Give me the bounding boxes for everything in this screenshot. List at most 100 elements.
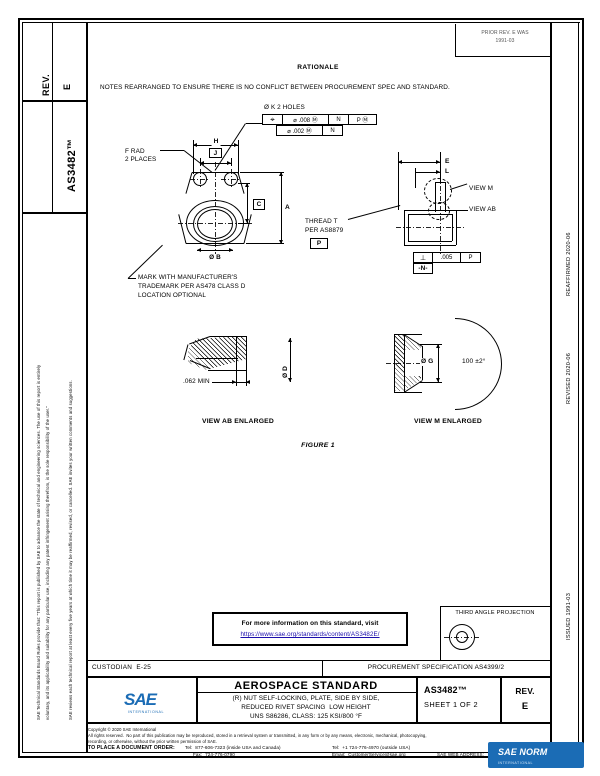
mark-note-leader-h <box>128 278 136 279</box>
figure-caption: FIGURE 1 <box>301 442 335 449</box>
position-symbol: ⌖ <box>263 115 283 124</box>
rationale-body: NOTES REARRANGED TO ENSURE THERE IS NO C… <box>100 84 450 91</box>
dim-j-box <box>209 148 222 158</box>
datum-p-label: P <box>316 240 322 247</box>
b-arrow-left <box>197 248 201 252</box>
h-arrow-left <box>193 143 197 147</box>
titleblock-rev-label: REV. <box>515 686 535 696</box>
j-arrow-right <box>227 161 231 165</box>
sae-note-line-2: voluntary, and its applicability and sui… <box>45 405 50 720</box>
h-arrow-right <box>234 143 238 147</box>
plan-centerline-v <box>215 162 216 254</box>
feature-control-frame-bottom: ⌀ .002 Ⓜ N <box>276 125 343 136</box>
rationale-heading: RATIONALE <box>297 64 339 71</box>
stamp-left-edge <box>455 24 456 56</box>
dim-e-label: E <box>445 158 450 165</box>
document-type: AEROSPACE STANDARD <box>234 680 378 692</box>
rev-box-bottom <box>22 100 86 102</box>
footer-tel-us: Tel: 877-606-7323 (inside USA and Canada… <box>185 745 281 750</box>
d-arrow-up <box>288 338 292 342</box>
j-ext-right <box>231 158 232 166</box>
footer-rights-1: All rights reserved. No part of this pub… <box>88 733 427 738</box>
j-ext-left <box>200 158 201 166</box>
sheet-number: SHEET 1 OF 2 <box>424 700 478 709</box>
dim-b-label: Ø B <box>209 254 221 261</box>
rev-column-divider <box>52 22 53 212</box>
document-number: AS3482™ <box>424 685 467 695</box>
view-m-centerline <box>386 363 434 364</box>
side-inner-bottom <box>408 241 452 242</box>
c-arrow-down <box>245 219 249 223</box>
sae-note-line-3: SAE reviews each technical report at lea… <box>68 380 73 720</box>
view-ab-leader <box>450 210 468 211</box>
tb-bottom-line <box>86 722 550 724</box>
sae-norm-badge-sub: INTERNATIONAL <box>498 761 533 765</box>
projection-symbol-cl-h <box>444 637 480 638</box>
thread-leader <box>347 205 401 220</box>
left-column-divider <box>86 22 88 753</box>
f-rad-note-line2: 2 PLACES <box>125 156 157 163</box>
issued-date: ISSUED 1991-03 <box>566 592 572 640</box>
view-ab-mid <box>196 358 238 359</box>
stamp-line-1: PRIOR REV. E WAS <box>481 30 529 36</box>
border-right-inner <box>578 22 579 753</box>
a-arrow-down <box>279 240 283 244</box>
feature-control-frame-top: ⌖ ⌀ .008 Ⓜ N P Ⓜ <box>262 114 377 125</box>
fcf2-tolerance: ⌀ .002 Ⓜ <box>277 126 323 135</box>
b-dim-line <box>197 250 233 251</box>
dim-a-label: A <box>285 204 290 211</box>
a-ext-top <box>240 172 284 173</box>
border-left-outer <box>18 18 20 758</box>
mark-note-line2: TRADEMARK PER AS478 CLASS D <box>138 283 246 290</box>
titleblock-row-divider <box>86 676 550 678</box>
g-arrow-down <box>436 378 440 382</box>
tb-v1 <box>196 676 198 722</box>
perpendicularity-datum: P <box>468 254 473 261</box>
view-ab-enlarged-caption: VIEW AB ENLARGED <box>201 418 275 425</box>
rivet-left-cl-v <box>200 169 201 189</box>
view-m-enlarged-caption: VIEW M ENLARGED <box>414 418 482 425</box>
g-ext-top <box>420 344 442 345</box>
view-ab-label: VIEW AB <box>469 206 496 213</box>
j-dim-line <box>200 163 231 164</box>
description-line2: REDUCED RIVET SPACING LOW HEIGHT <box>241 704 371 711</box>
hole-callout: Ø K 2 HOLES <box>264 104 305 111</box>
titleblock-rev-value: E <box>521 700 529 711</box>
sae-logo-text: SAE <box>124 690 157 709</box>
info-box <box>212 612 408 646</box>
h-ext-right <box>238 140 239 174</box>
description-line3: UNS S86286, CLASS: 125 KSI/800 °F <box>249 713 363 720</box>
062-dim-line <box>212 382 248 383</box>
d-arrow-down <box>288 378 292 382</box>
e-ext-right <box>440 152 441 182</box>
f-rad-note-line1: F RAD <box>125 148 145 155</box>
projection-label: THIRD ANGLE PROJECTION <box>455 610 535 616</box>
c-ext-bottom <box>238 223 250 224</box>
stamp-line-2: 1991-03 <box>495 38 515 44</box>
062-arrow-right <box>232 380 236 384</box>
view-m-top <box>394 334 422 335</box>
plan-left-slope <box>185 172 193 194</box>
l-dim-line <box>415 172 440 173</box>
border-left-inner <box>22 22 23 753</box>
mark-note-line1: MARK WITH MANUFACTURER'S <box>138 274 238 281</box>
f-rad-leader-h <box>160 150 184 151</box>
border-bottom-outer <box>18 756 584 758</box>
footer-rights-2: recording, or otherwise, without the pri… <box>88 739 218 744</box>
standard-link[interactable]: https://www.sae.org/standards/content/AS… <box>240 631 380 638</box>
sae-logo: SAE <box>124 690 157 710</box>
062-arrow-left <box>246 380 250 384</box>
view-m-label: VIEW M <box>469 185 494 192</box>
description-line1: (R) NUT SELF-LOCKING, PLATE, SIDE BY SID… <box>232 695 380 702</box>
angle-100-label: 100 ±2° <box>462 358 486 365</box>
border-right-outer <box>582 18 584 758</box>
perpendicularity-frame: ⊥ .005 P <box>413 252 481 263</box>
view-ab-top <box>210 336 246 337</box>
fcf2-datum-n: N <box>330 127 335 134</box>
062-ext-left <box>236 370 237 386</box>
view-ab-right-face <box>246 336 247 370</box>
tb-v2 <box>416 676 418 722</box>
titleblock-top-line <box>86 660 550 661</box>
procurement-spec: PROCUREMENT SPECIFICATION AS4399/2 <box>367 664 505 671</box>
